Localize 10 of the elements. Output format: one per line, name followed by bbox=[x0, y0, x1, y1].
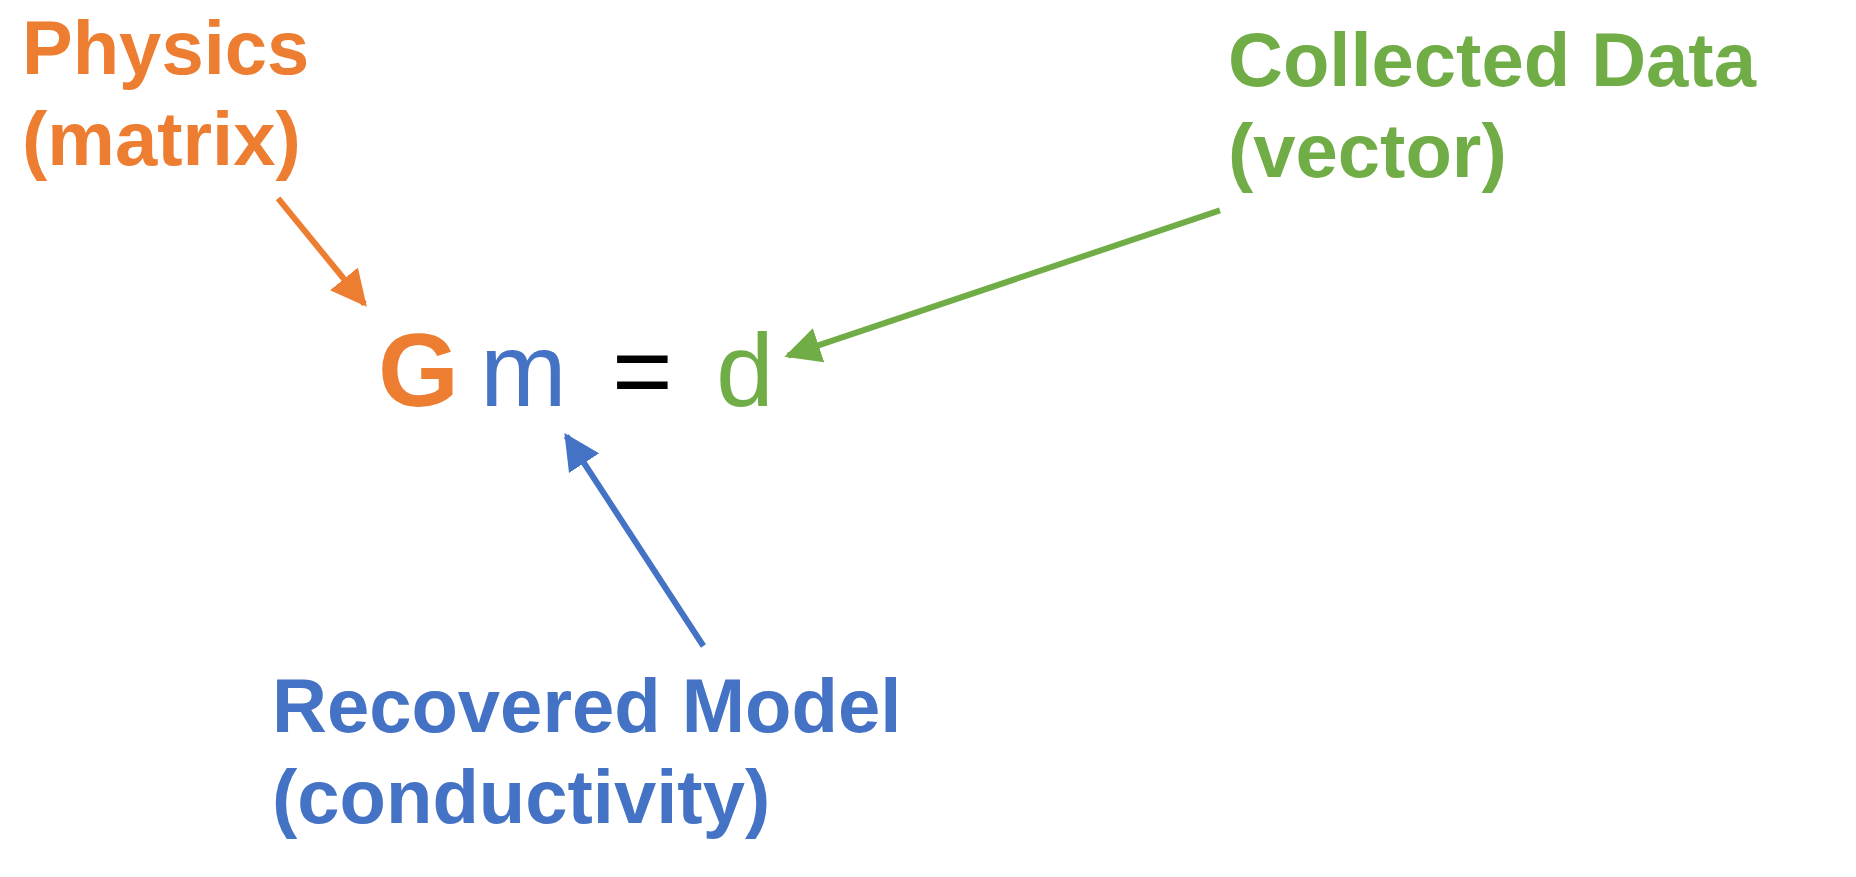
arrow bbox=[563, 433, 706, 648]
physics-label: Physics (matrix) bbox=[22, 2, 362, 185]
matrix-symbol: G bbox=[378, 318, 459, 422]
data-symbol: d bbox=[716, 318, 774, 422]
equals-sign: = bbox=[612, 318, 673, 422]
model-label: Recovered Model (conductivity) bbox=[272, 660, 1272, 843]
arrow bbox=[275, 196, 367, 307]
model-symbol: m bbox=[480, 318, 567, 422]
data-label: Collected Data (vector) bbox=[1228, 14, 1838, 197]
arrow bbox=[784, 207, 1221, 363]
